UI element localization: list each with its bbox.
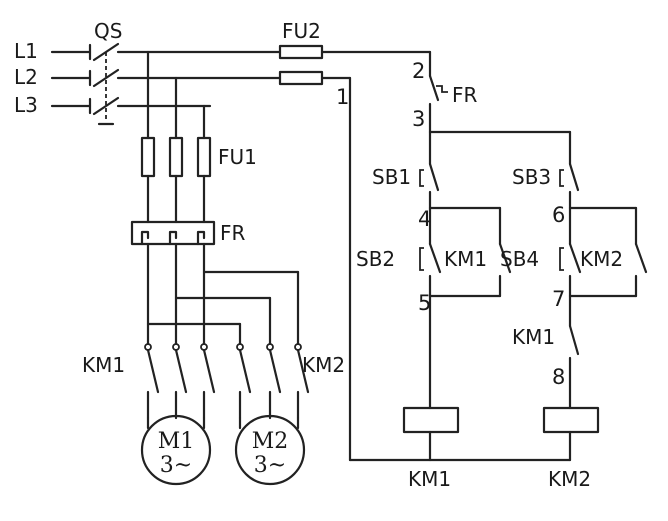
power-phases: [130, 50, 300, 346]
label-sb4: SB4: [500, 247, 539, 271]
motor-m1-name: M1: [158, 429, 195, 454]
label-km1-main: KM1: [82, 353, 125, 377]
label-km1-interlock: KM1: [512, 325, 555, 349]
motor-m2-name: M2: [252, 429, 289, 454]
label-km2-main: KM2: [302, 353, 345, 377]
motor-m2: [234, 414, 306, 486]
km1-main-contacts: [144, 343, 216, 420]
label-fu1: FU1: [218, 145, 257, 169]
supply-lines: [50, 43, 92, 115]
motor-m1: [140, 414, 212, 486]
node-7: 7: [552, 287, 565, 311]
label-coil-km1: KM1: [408, 467, 451, 491]
label-sb1: SB1: [372, 165, 411, 189]
node-6: 6: [552, 203, 565, 227]
label-sb2: SB2: [356, 247, 395, 271]
label-l1: L1: [14, 39, 38, 63]
label-qs: QS: [94, 19, 122, 43]
label-l3: L3: [14, 93, 38, 117]
node-8: 8: [552, 365, 565, 389]
label-sb3: SB3: [512, 165, 551, 189]
label-l2: L2: [14, 65, 38, 89]
km2-main-contacts: [236, 343, 310, 420]
label-coil-km2: KM2: [548, 467, 591, 491]
label-km1-aux: KM1: [444, 247, 487, 271]
control-circuit: [278, 44, 648, 462]
label-km2-aux: KM2: [580, 247, 623, 271]
qs-switch: [92, 42, 282, 126]
label-fr-main: FR: [220, 221, 246, 245]
node-3: 3: [412, 107, 425, 131]
node-2: 2: [412, 59, 425, 83]
label-fu2: FU2: [282, 19, 321, 43]
motor-m1-phase: 3~: [160, 453, 192, 478]
motor-m2-phase: 3~: [254, 453, 286, 478]
node-5: 5: [418, 291, 431, 315]
label-fr-ctrl: FR: [452, 83, 478, 107]
node-1: 1: [336, 85, 349, 109]
node-4: 4: [418, 207, 431, 231]
